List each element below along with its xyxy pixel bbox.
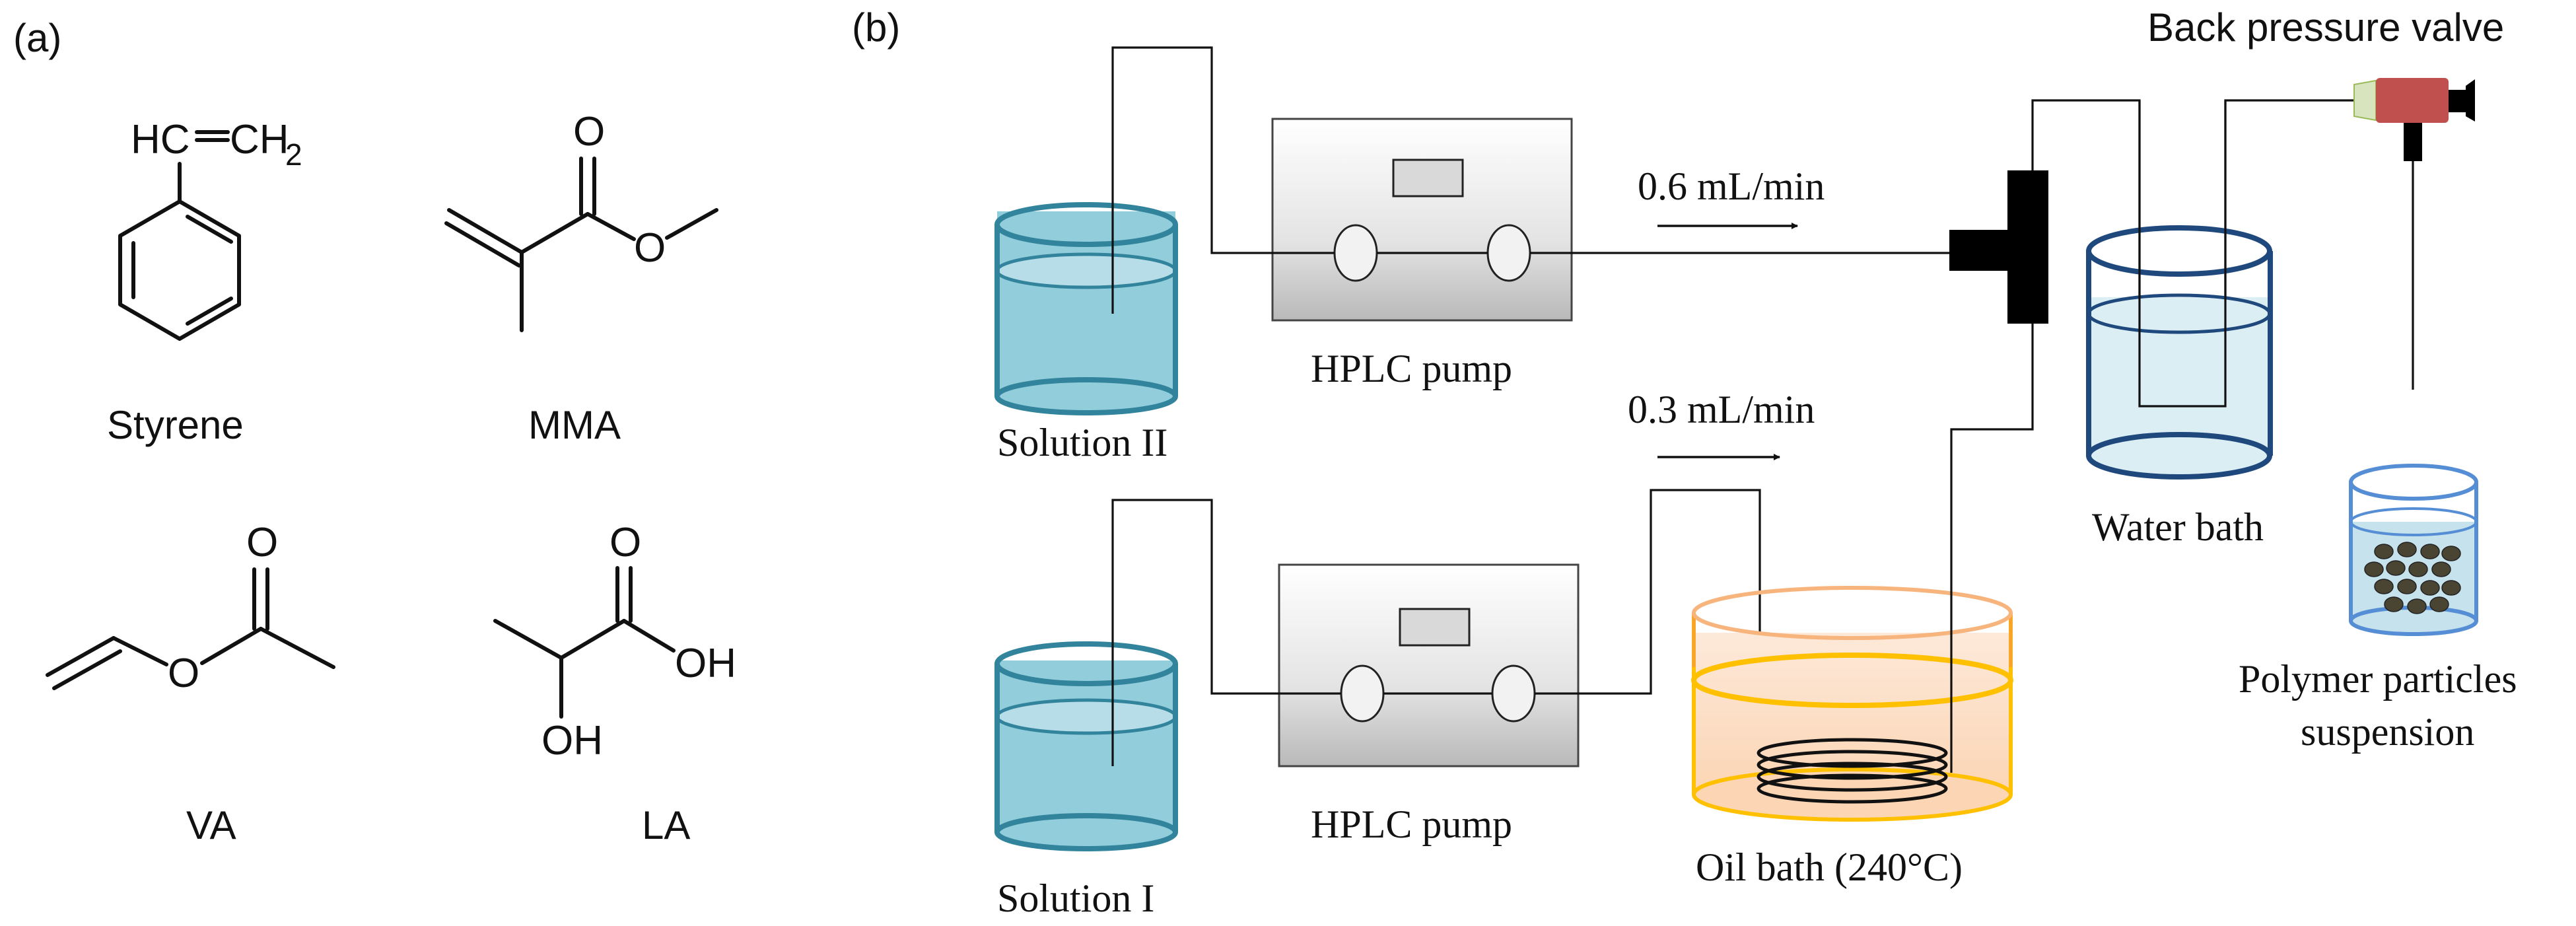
solution-i-label: Solution I bbox=[997, 876, 1154, 920]
solution-ii-label: Solution II bbox=[997, 421, 1167, 464]
va-label: VA bbox=[186, 803, 236, 847]
product-label-line2: suspension bbox=[2301, 710, 2474, 754]
panel-b-label: (b) bbox=[852, 5, 900, 50]
solution-i-beaker bbox=[994, 641, 1178, 851]
va-structure: O O bbox=[46, 520, 335, 696]
pump-bottom-label: HPLC pump bbox=[1311, 802, 1512, 846]
mma-ester-o-atom: O bbox=[634, 225, 666, 271]
flow-rate-bottom-label: 0.3 mL/min bbox=[1628, 388, 1815, 431]
tubing-solution-i-to-pump bbox=[1111, 499, 1341, 766]
reactor-coil bbox=[1757, 738, 1948, 804]
styrene-ch-atom: CH bbox=[230, 117, 289, 162]
polymer-particles bbox=[2364, 542, 2461, 614]
panel-a-label: (a) bbox=[13, 16, 61, 60]
oil-bath bbox=[1691, 586, 2013, 822]
hplc-pump-bottom bbox=[1278, 563, 1580, 767]
la-structure: OH O OH bbox=[493, 520, 736, 764]
mma-structure: O O bbox=[444, 109, 718, 332]
tubing-inside-water-bath bbox=[2138, 100, 2227, 408]
product-label-line1: Polymer particles bbox=[2239, 657, 2517, 701]
back-pressure-valve-label: Back pressure valve bbox=[2147, 5, 2504, 50]
la-hydroxyl-oh-atom: OH bbox=[541, 718, 603, 764]
tubing-pump-bottom-to-oil-bath bbox=[1535, 489, 1761, 773]
tubing-oil-bath-to-mixer bbox=[1950, 324, 2034, 773]
va-carbonyl-o-atom: O bbox=[246, 520, 278, 565]
water-bath-label: Water bath bbox=[2092, 505, 2264, 549]
pump-top-label: HPLC pump bbox=[1311, 347, 1512, 390]
styrene-structure: HC CH 2 bbox=[118, 117, 302, 341]
oil-bath-label: Oil bath (240°C) bbox=[1696, 845, 1963, 889]
styrene-subscript-2: 2 bbox=[285, 137, 302, 172]
water-bath bbox=[2086, 225, 2273, 480]
mma-label: MMA bbox=[528, 403, 621, 447]
la-label: LA bbox=[642, 803, 690, 847]
t-junction-mixer bbox=[1949, 170, 2048, 324]
va-ester-o-atom: O bbox=[168, 651, 199, 696]
hplc-pump-top bbox=[1271, 118, 1573, 322]
la-acid-oh-atom: OH bbox=[675, 641, 736, 686]
flow-rate-top-label: 0.6 mL/min bbox=[1638, 164, 1825, 208]
styrene-label: Styrene bbox=[107, 403, 244, 447]
mma-carbonyl-o-atom: O bbox=[573, 109, 605, 155]
la-carbonyl-o-atom: O bbox=[609, 520, 641, 565]
tubing-solution-ii-to-pump bbox=[1111, 46, 1335, 314]
styrene-hc-atom: HC bbox=[131, 117, 190, 162]
solution-ii-beaker bbox=[994, 202, 1178, 415]
back-pressure-valve bbox=[2353, 78, 2475, 161]
